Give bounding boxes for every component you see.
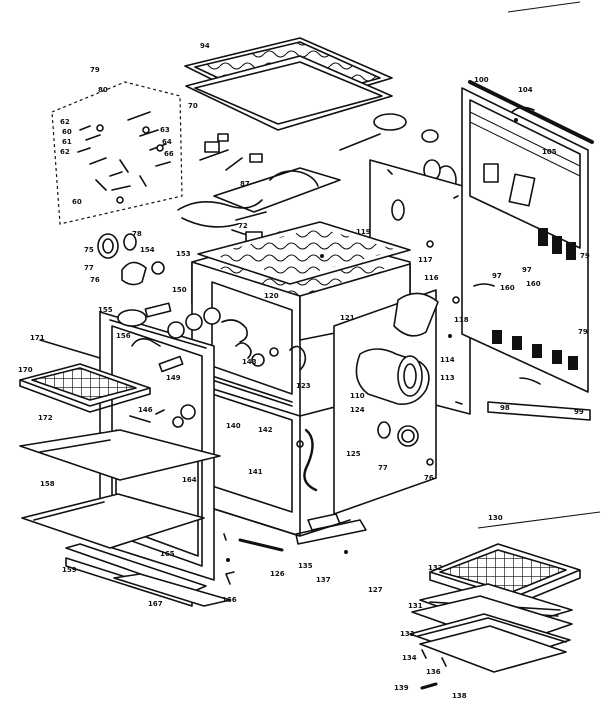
label-159: 159	[62, 566, 77, 574]
label-143: 143	[242, 358, 257, 366]
door-trim	[65, 543, 231, 607]
label-133: 133	[400, 630, 415, 638]
label-60: 60	[62, 128, 72, 136]
label-104: 104	[518, 86, 533, 94]
label-62b: 62	[60, 148, 70, 156]
label-63: 63	[160, 126, 170, 134]
leader-line	[507, 1, 581, 13]
label-123: 123	[296, 382, 311, 390]
right-side-panel	[333, 289, 437, 515]
label-156: 156	[116, 332, 131, 340]
label-124: 124	[350, 406, 365, 414]
label-160b: 160	[526, 280, 541, 288]
label-61: 61	[62, 138, 72, 146]
label-158: 158	[40, 480, 55, 488]
small-fasteners	[226, 118, 518, 690]
label-77: 77	[84, 264, 94, 272]
label-110: 110	[350, 392, 365, 400]
hardware-kit-box	[51, 81, 183, 225]
label-138: 138	[452, 692, 467, 700]
label-153: 153	[176, 250, 191, 258]
upper-wiring-harness	[177, 133, 381, 247]
label-171: 171	[30, 334, 45, 342]
label-100: 100	[474, 76, 489, 84]
broil-pan-rack	[19, 363, 151, 413]
label-77b: 77	[378, 464, 388, 472]
door-hinges-and-parts	[39, 233, 248, 585]
label-72: 72	[238, 222, 248, 230]
label-130: 130	[488, 514, 503, 522]
label-94: 94	[200, 42, 210, 50]
label-75: 75	[84, 246, 94, 254]
label-114: 114	[440, 356, 455, 364]
label-117: 117	[418, 256, 433, 264]
label-113: 113	[440, 374, 455, 382]
label-137: 137	[316, 576, 331, 584]
label-131: 131	[408, 602, 423, 610]
label-78: 78	[132, 230, 142, 238]
label-149: 149	[166, 374, 181, 382]
label-167: 167	[148, 600, 163, 608]
label-62: 62	[60, 118, 70, 126]
label-97b: 97	[522, 266, 532, 274]
label-170: 170	[18, 366, 33, 374]
label-66: 66	[164, 150, 174, 158]
label-79b: 79	[580, 252, 590, 260]
label-80: 80	[98, 86, 108, 94]
label-136: 136	[426, 668, 441, 676]
label-164: 164	[182, 476, 197, 484]
door-glass	[19, 429, 221, 549]
label-120: 120	[264, 292, 279, 300]
label-116: 116	[424, 274, 439, 282]
label-119: 119	[356, 228, 371, 236]
label-121: 121	[340, 314, 355, 322]
label-141: 141	[248, 468, 263, 476]
label-150: 150	[172, 286, 187, 294]
label-60b: 60	[72, 198, 82, 206]
label-105: 105	[542, 148, 557, 156]
label-99: 99	[574, 408, 584, 416]
label-64: 64	[162, 138, 172, 146]
oven-racks	[409, 511, 601, 673]
label-142: 142	[258, 426, 273, 434]
top-panel	[184, 37, 393, 131]
label-135: 135	[298, 562, 313, 570]
label-125: 125	[346, 450, 361, 458]
label-132: 132	[428, 564, 443, 572]
blower-assembly	[355, 292, 439, 406]
label-76b: 76	[424, 474, 434, 482]
label-134: 134	[402, 654, 417, 662]
part-labels: 94 70 79 80 62 60 61 62 63 64 66 60 87 7…	[18, 42, 590, 700]
label-139: 139	[394, 684, 409, 692]
label-154: 154	[140, 246, 155, 254]
label-97: 97	[492, 272, 502, 280]
label-166: 166	[222, 596, 237, 604]
label-98: 98	[500, 404, 510, 412]
label-87: 87	[240, 180, 250, 188]
label-126: 126	[270, 570, 285, 578]
label-140: 140	[226, 422, 241, 430]
label-172: 172	[38, 414, 53, 422]
label-118: 118	[454, 316, 469, 324]
label-79c: 79	[578, 328, 588, 336]
label-160: 160	[500, 284, 515, 292]
top-clamps	[373, 113, 457, 195]
label-70: 70	[188, 102, 198, 110]
label-76: 76	[90, 276, 100, 284]
label-127: 127	[368, 586, 383, 594]
back-panel	[461, 80, 594, 421]
label-165: 165	[160, 550, 175, 558]
label-79: 79	[90, 66, 100, 74]
label-146: 146	[138, 406, 153, 414]
insulation-blanket	[197, 221, 411, 285]
label-155: 155	[98, 306, 113, 314]
